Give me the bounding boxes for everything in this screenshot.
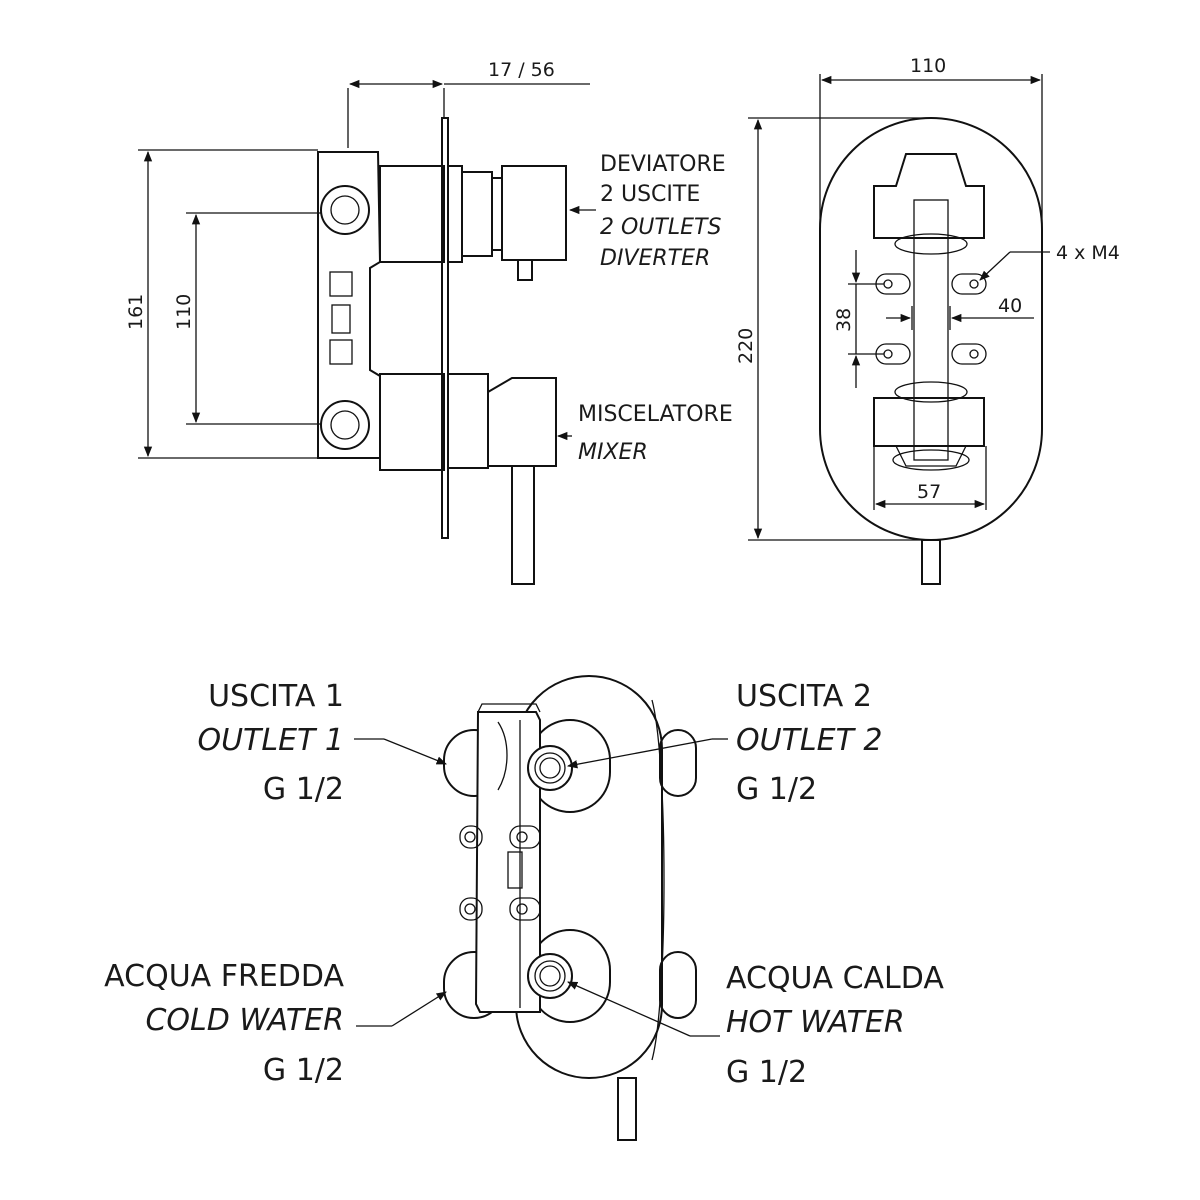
- label-cold-en: COLD WATER: [145, 1003, 344, 1038]
- side-view: 17 / 56 161 110: [125, 59, 733, 585]
- label-cold-thread: G 1/2: [263, 1053, 344, 1088]
- label-mixer-en: MIXER: [578, 440, 648, 465]
- dim-screw-v: 38: [833, 308, 855, 332]
- label-hot-it: ACQUA CALDA: [726, 961, 944, 996]
- label-mixer-it: MISCELATORE: [578, 402, 733, 427]
- label-hot-thread: G 1/2: [726, 1055, 807, 1090]
- label-diverter-it: DEVIATORE: [600, 152, 726, 177]
- dim-depth: 17 / 56: [488, 59, 555, 81]
- label-outlet1-it: USCITA 1: [208, 679, 344, 714]
- side-inlet-bottom: [320, 400, 370, 450]
- label-hot-en: HOT WATER: [726, 1005, 905, 1040]
- dim-plate-height: 220: [735, 328, 757, 364]
- front-view: 110 220 38: [735, 55, 1120, 585]
- side-inlet-top: [320, 185, 370, 235]
- label-diverter-en2: DIVERTER: [600, 246, 710, 271]
- dim-height-total: 161: [125, 294, 147, 330]
- label-cold-it: ACQUA FREDDA: [104, 959, 344, 994]
- label-outlet1-thread: G 1/2: [263, 772, 344, 807]
- label-diverter-it2: 2 USCITE: [600, 182, 700, 207]
- dim-port-spacing: 57: [917, 481, 941, 503]
- iso-view: USCITA 1 OUTLET 1 G 1/2 USCITA 2 OUTLET …: [104, 675, 944, 1141]
- dim-screw-h: 40: [998, 295, 1022, 317]
- label-screws: 4 x M4: [1056, 242, 1120, 264]
- label-diverter-en: 2 OUTLETS: [600, 215, 721, 240]
- label-outlet2-it: USCITA 2: [736, 679, 872, 714]
- dim-plate-width: 110: [910, 55, 946, 77]
- label-outlet2-thread: G 1/2: [736, 772, 817, 807]
- label-outlet1-en: OUTLET 1: [197, 723, 344, 758]
- dim-inlet-spacing: 110: [173, 294, 195, 330]
- label-outlet2-en: OUTLET 2: [736, 723, 883, 758]
